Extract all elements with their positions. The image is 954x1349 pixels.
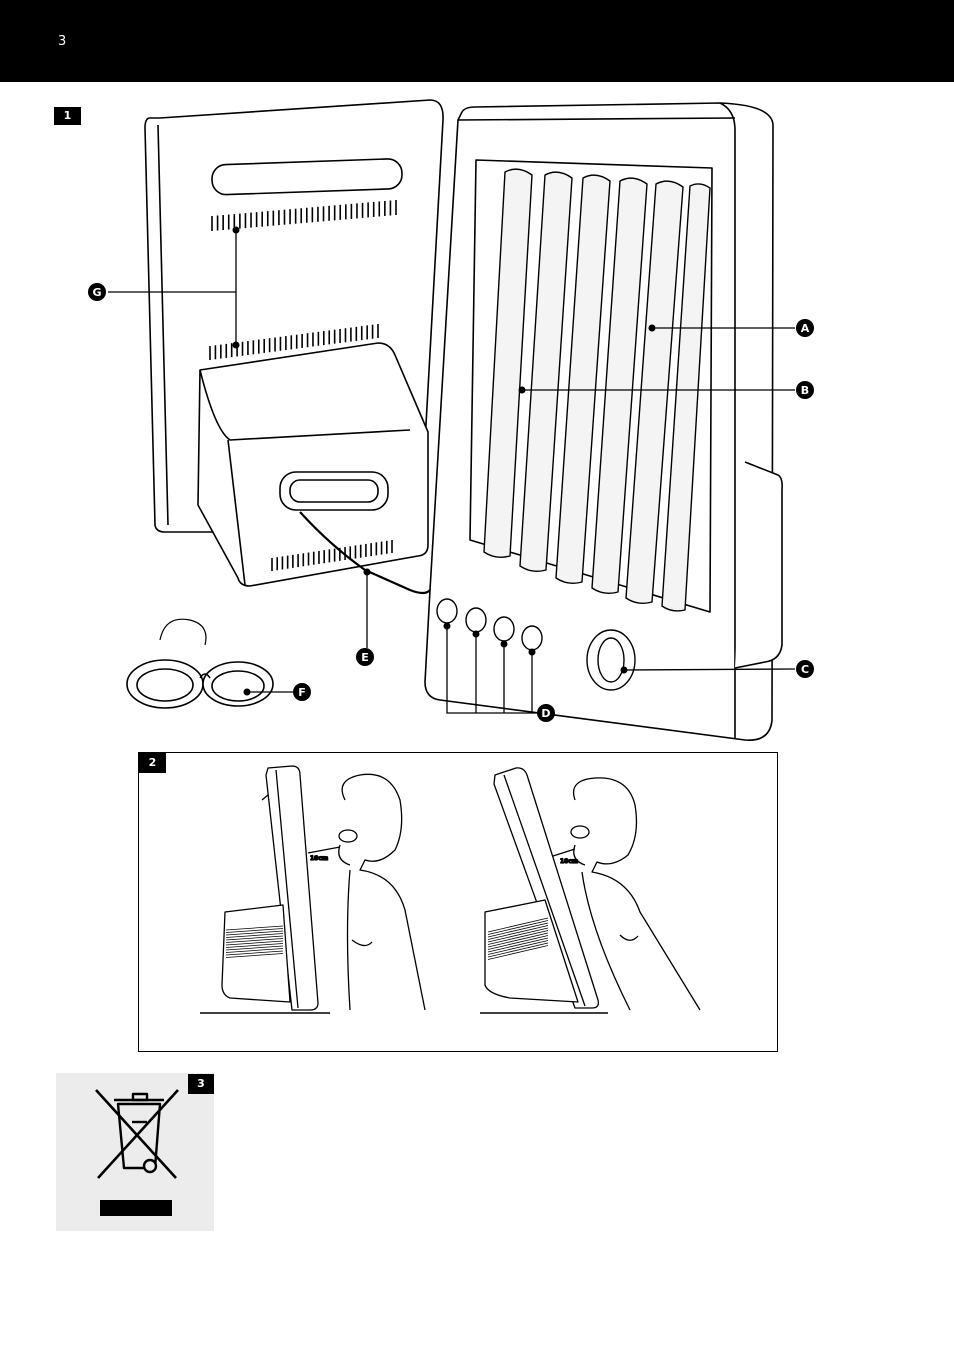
svg-text:D: D: [541, 707, 550, 720]
crossed-out-bin-icon: [56, 1073, 214, 1231]
svg-text:C: C: [801, 663, 809, 676]
callout-a: A: [796, 319, 814, 337]
bin-bar: [100, 1200, 172, 1216]
figure-2-badge: 2: [139, 753, 166, 773]
distance-label-tilted: 10cm: [560, 858, 578, 865]
callout-f: F: [293, 683, 311, 701]
callout-g: G: [88, 283, 106, 301]
protective-goggles: [127, 619, 273, 708]
svg-text:E: E: [361, 651, 369, 664]
figure-3-badge: 3: [188, 1074, 214, 1094]
svg-text:F: F: [298, 686, 306, 699]
svg-text:B: B: [801, 384, 809, 397]
svg-text:G: G: [92, 286, 101, 299]
figure-2-illustration: 10cm 10cm: [139, 753, 777, 1051]
scene-upright: 10cm: [200, 766, 425, 1013]
figure-1-illustration: G A B C E F D: [80, 95, 820, 745]
callout-c: C: [796, 660, 814, 678]
distance-label-upright: 10cm: [310, 855, 328, 862]
callout-e: E: [356, 648, 374, 666]
scene-tilted: 10cm: [480, 768, 700, 1013]
callout-d: D: [537, 704, 555, 722]
page-header-bar: 3: [0, 0, 954, 82]
figure-1-badge: 1: [54, 107, 81, 125]
svg-text:A: A: [801, 322, 810, 335]
callout-b: B: [796, 381, 814, 399]
page-number: 3: [58, 34, 66, 49]
